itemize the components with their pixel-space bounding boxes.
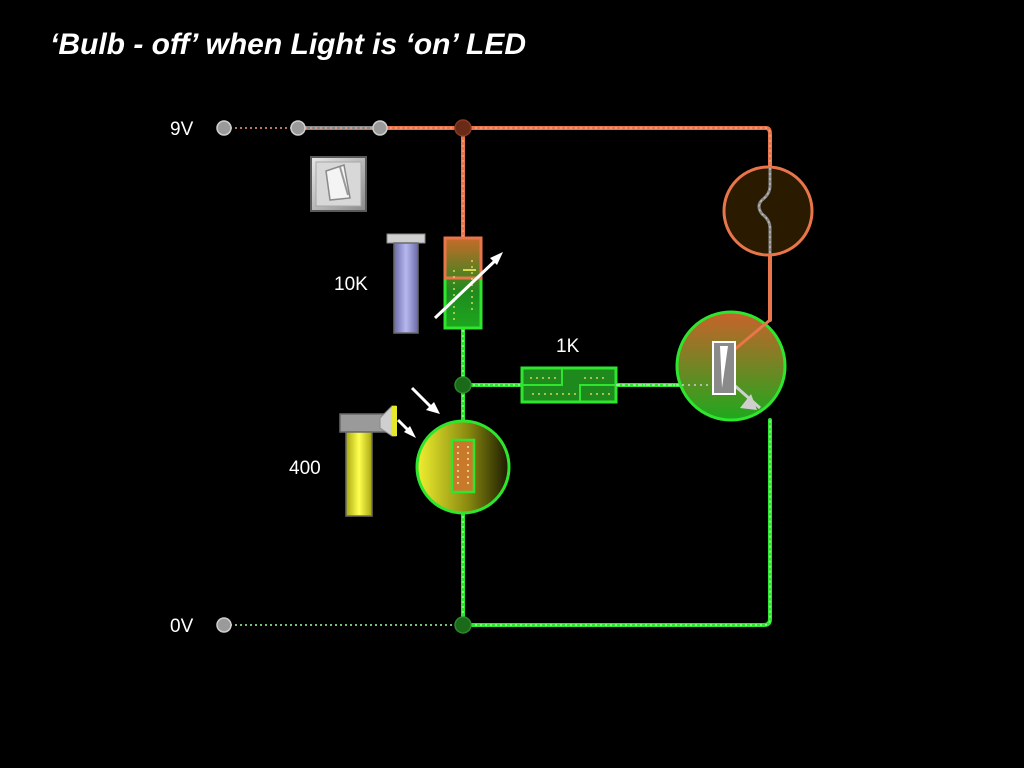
junction-node-bottom [454,616,472,634]
label-1k: 1K [556,336,580,357]
terminal-0v[interactable] [216,617,232,633]
resistor-icon [520,366,618,404]
page-title: ‘Bulb - off’ when Light is ‘on’ LED [50,28,527,61]
lamp-slider[interactable] [339,413,387,517]
variable-resistor-icon[interactable] [433,236,503,330]
bulb-icon [722,165,814,257]
label-9v: 9V [170,119,194,140]
switch-contact-right [372,120,388,136]
junction-node-mid [454,376,472,394]
terminal-9v[interactable] [216,120,232,136]
wire-top-rail [378,126,772,170]
label-0v: 0V [170,616,194,637]
wire-emitter-ground [461,418,772,627]
switch-icon[interactable] [310,156,367,212]
lamp-icon [379,386,440,438]
ldr-icon [415,419,511,515]
label-10k: 10K [334,274,368,295]
variable-resistor-slider[interactable] [386,233,426,334]
switch-contact-left [290,120,306,136]
junction-node-top [454,119,472,137]
transistor-icon [616,310,787,422]
label-400: 400 [289,458,321,479]
